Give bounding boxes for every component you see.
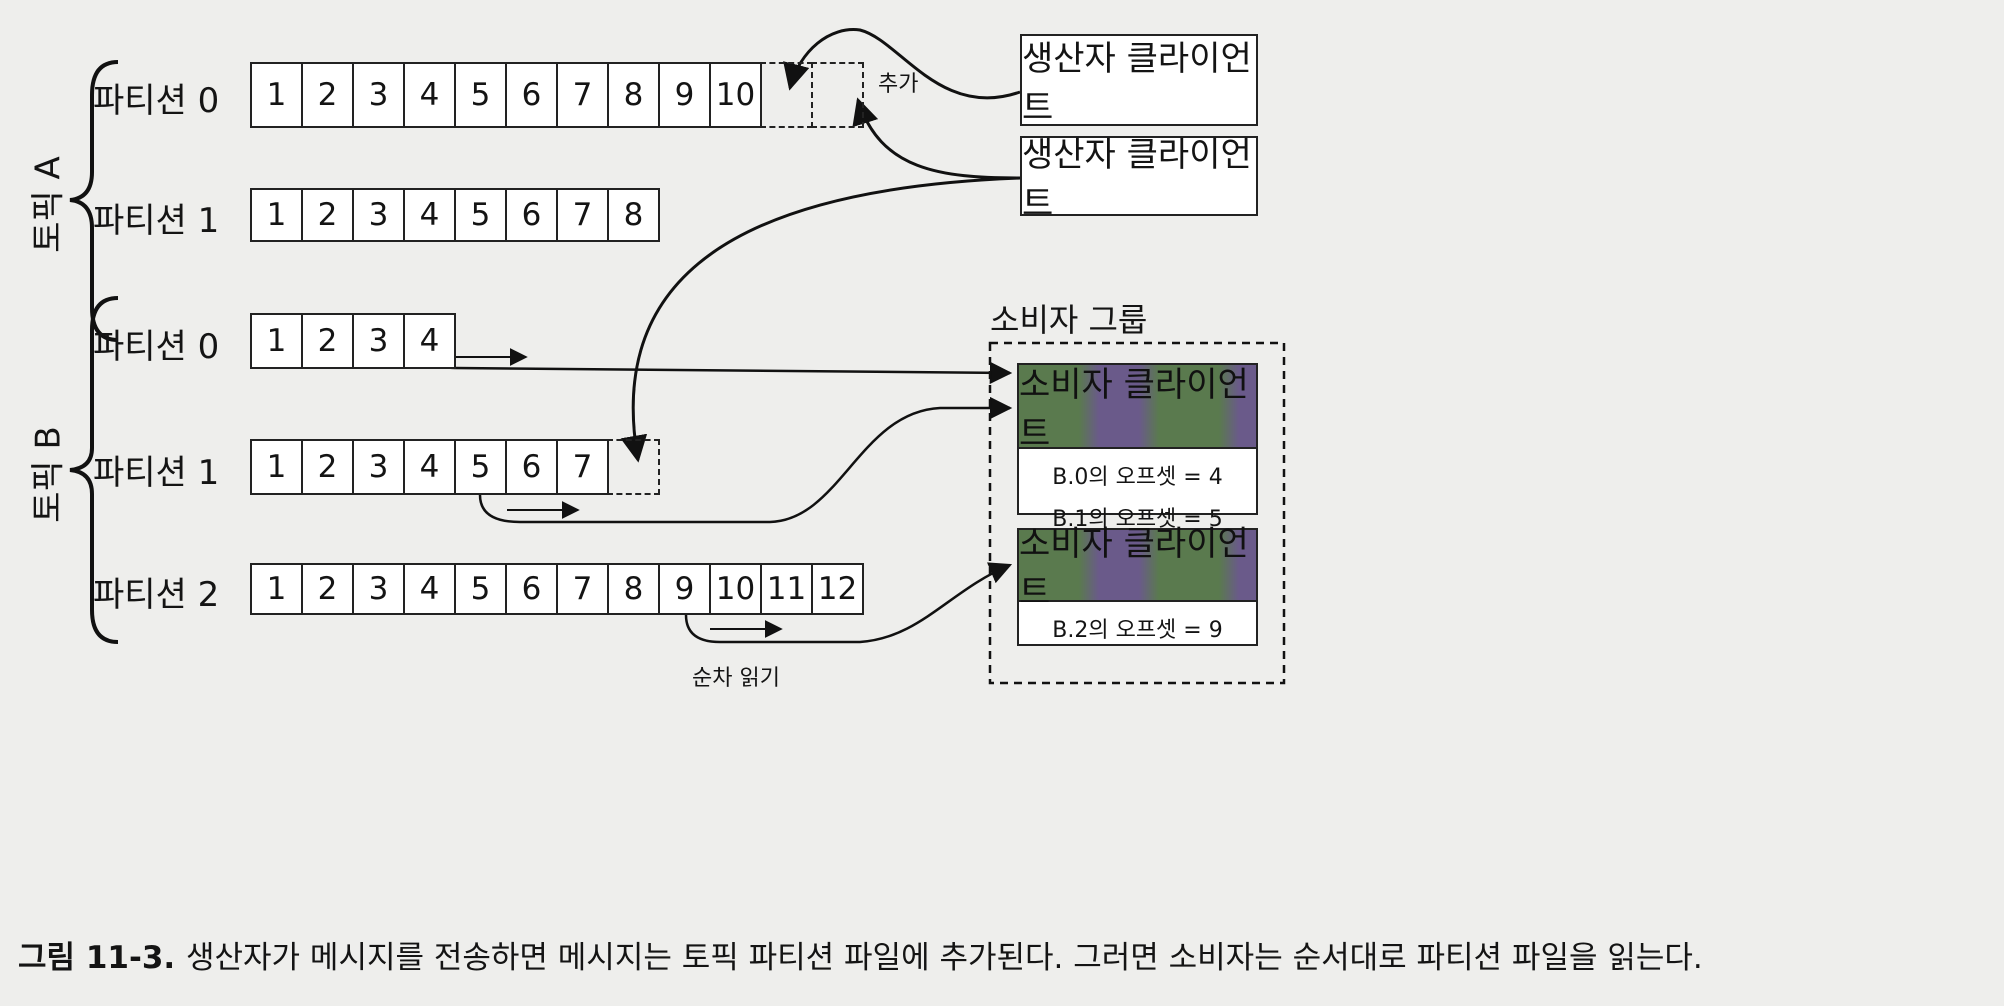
message-cell: 6 xyxy=(505,563,558,615)
message-cell: 3 xyxy=(352,188,405,242)
figure-caption: 그림 11-3. 생산자가 메시지를 전송하면 메시지는 토픽 파티션 파일에 … xyxy=(18,932,1703,977)
producer-arrow-2 xyxy=(852,97,1021,180)
message-cell: 8 xyxy=(607,62,660,128)
topic-b-label: 토픽 B xyxy=(28,426,69,523)
message-cell: 4 xyxy=(403,563,456,615)
append-label: 추가 xyxy=(878,72,919,97)
message-cell: 10 xyxy=(709,62,762,128)
message-cell: 5 xyxy=(454,62,507,128)
consumer-group-region xyxy=(988,341,1286,685)
consumer-client-2: 소비자 클라이언트 xyxy=(1017,524,1258,613)
producer-client-1: 생산자 클라이언트 xyxy=(1020,34,1258,128)
topic-a-label: 토픽 A xyxy=(28,156,69,253)
offset-b0: B.0의 오프셋 = 4 xyxy=(1052,465,1223,490)
message-cell: 5 xyxy=(454,563,507,615)
message-cell: 8 xyxy=(607,188,660,242)
message-cell: 3 xyxy=(352,563,405,615)
message-cell: 6 xyxy=(505,188,558,242)
message-cell: 7 xyxy=(556,188,609,242)
offset-b1: B.1의 오프셋 = 5 xyxy=(1052,507,1223,532)
message-cell: 1 xyxy=(250,439,303,495)
message-cell: 7 xyxy=(556,62,609,128)
message-cell: 2 xyxy=(301,563,354,615)
message-cell: 7 xyxy=(556,563,609,615)
message-cell: 2 xyxy=(301,313,354,369)
message-cell: 12 xyxy=(811,563,864,615)
message-cell: 4 xyxy=(403,313,456,369)
message-cell: 3 xyxy=(352,439,405,495)
caption-text: 생산자가 메시지를 전송하면 메시지는 토픽 파티션 파일에 추가된다. 그러면… xyxy=(185,940,1703,976)
message-cell: 1 xyxy=(250,313,303,369)
message-cell: 1 xyxy=(250,188,303,242)
producer-arrow-3 xyxy=(620,176,1021,463)
message-cell: 2 xyxy=(301,439,354,495)
message-cell: 6 xyxy=(505,62,558,128)
message-cell: 5 xyxy=(454,188,507,242)
partition-label: 파티션 1 xyxy=(93,453,220,493)
append-slot xyxy=(760,62,813,128)
append-slot xyxy=(811,62,864,128)
message-cell: 8 xyxy=(607,563,660,615)
consumer-2-offsets: B.2의 오프셋 = 9 xyxy=(1017,602,1258,646)
producer-arrow-1 xyxy=(783,28,1021,100)
read-arrow-b2 xyxy=(684,562,1013,644)
append-slot xyxy=(607,439,660,495)
partition-label: 파티션 0 xyxy=(93,81,220,121)
message-cell: 5 xyxy=(454,439,507,495)
message-cell: 1 xyxy=(250,62,303,128)
message-cell: 1 xyxy=(250,563,303,615)
consumer-1-offsets: B.0의 오프셋 = 4 B.1의 오프셋 = 5 xyxy=(1017,449,1258,532)
partition-label: 파티션 2 xyxy=(93,575,220,615)
read-arrow-b1 xyxy=(478,396,1013,524)
message-cell: 6 xyxy=(505,439,558,495)
consumer-client-1: 소비자 클라이언트 xyxy=(1017,363,1258,454)
message-cell: 4 xyxy=(403,188,456,242)
partition-label: 파티션 0 xyxy=(93,327,220,367)
partition-label: 파티션 1 xyxy=(93,201,220,241)
message-cell: 3 xyxy=(352,62,405,128)
message-cell: 11 xyxy=(760,563,813,615)
message-cell: 2 xyxy=(301,188,354,242)
message-cell: 9 xyxy=(658,563,711,615)
sequential-read-label: 순차 읽기 xyxy=(692,666,780,691)
producer-client-2: 생산자 클라이언트 xyxy=(1020,135,1258,224)
topic-b-brace xyxy=(69,296,119,644)
message-cell: 4 xyxy=(403,439,456,495)
message-cell: 3 xyxy=(352,313,405,369)
message-cell: 4 xyxy=(403,62,456,128)
message-cell: 7 xyxy=(556,439,609,495)
message-cell: 10 xyxy=(709,563,762,615)
read-arrow-b0 xyxy=(428,344,1013,385)
offset-b2: B.2의 오프셋 = 9 xyxy=(1052,618,1223,643)
message-cell: 9 xyxy=(658,62,711,128)
caption-number: 그림 11-3. xyxy=(18,940,176,976)
message-cell: 2 xyxy=(301,62,354,128)
consumer-group-title: 소비자 그룹 xyxy=(990,301,1148,339)
